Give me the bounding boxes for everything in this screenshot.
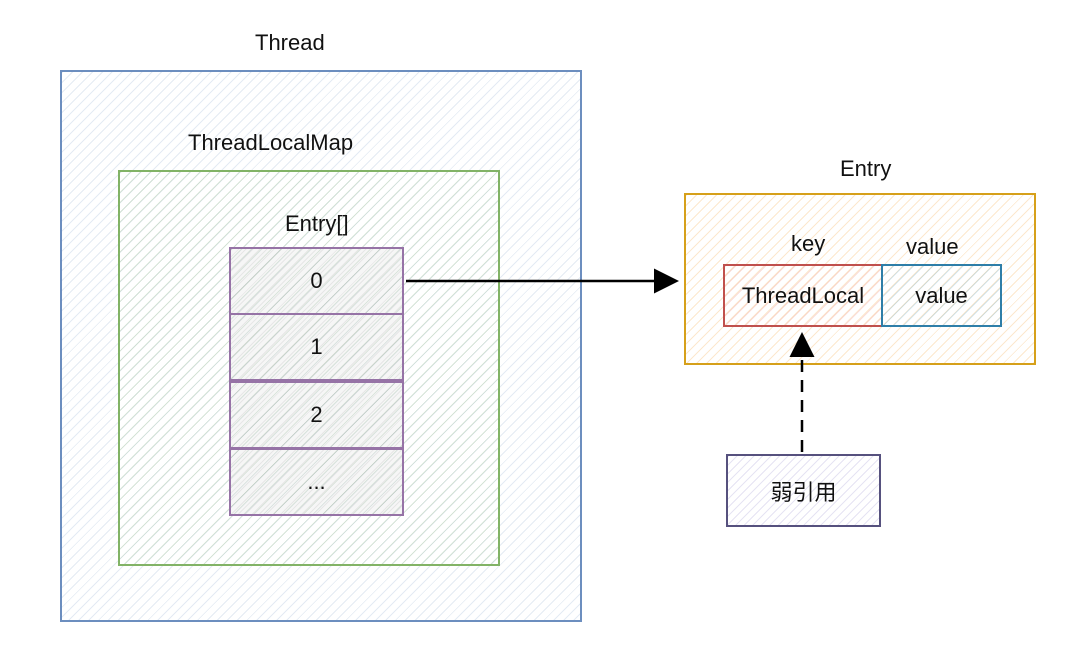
map-title: ThreadLocalMap xyxy=(188,130,354,155)
value-header: value xyxy=(906,234,959,259)
thread-title: Thread xyxy=(255,30,325,55)
entry-title: Entry xyxy=(840,156,892,181)
array-cell-1: 1 xyxy=(229,313,404,381)
array-cell-ellipsis: ... xyxy=(229,448,404,516)
key-header: key xyxy=(791,231,826,256)
weak-reference-box: 弱引用 xyxy=(726,454,881,527)
array-title: Entry[] xyxy=(285,211,349,236)
key-cell: ThreadLocal xyxy=(723,264,883,327)
value-cell: value xyxy=(881,264,1002,327)
entry-container xyxy=(684,193,1036,365)
thread-container xyxy=(60,70,582,622)
map-container xyxy=(118,170,500,566)
